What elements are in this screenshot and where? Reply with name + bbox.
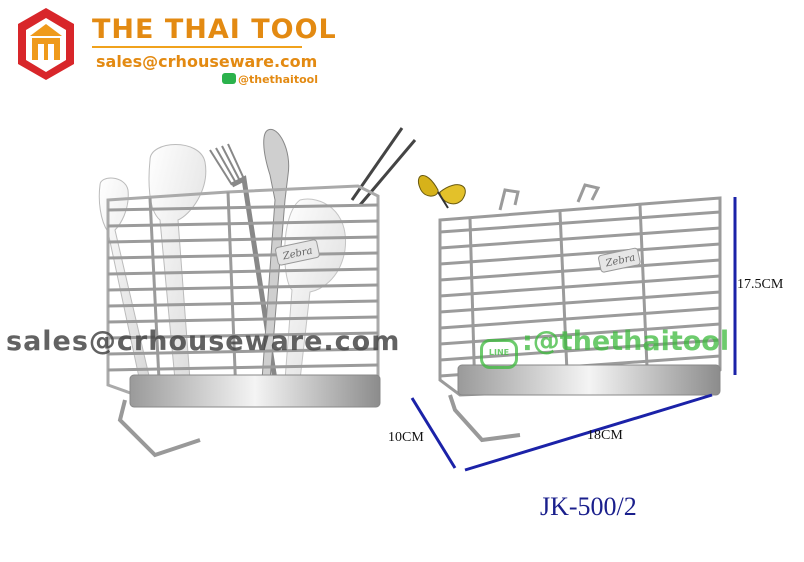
basket-emblem: Zebra (275, 239, 320, 266)
dimension-lines (410, 197, 737, 472)
line-app-icon (222, 73, 236, 84)
brand-line-id: @thethaitool (222, 73, 318, 86)
brand-divider (92, 46, 302, 48)
chopsticks (350, 127, 417, 206)
right-basket: Zebra (418, 175, 722, 443)
dimension-height-label: 17.5CM (737, 277, 784, 292)
brand-email: sales@crhouseware.com (96, 52, 318, 71)
watermark-email: sales@crhouseware.com (6, 326, 401, 357)
line-badge-icon: LINE (480, 339, 518, 369)
dimension-width-label: 18CM (587, 428, 623, 443)
depth-line (410, 397, 457, 469)
brand-title: THE THAI TOOL (92, 14, 337, 45)
basket-emblem-right: Zebra (598, 247, 641, 273)
left-basket: Zebra (98, 127, 417, 458)
house-logo-icon (18, 8, 74, 80)
base-foot-right (448, 394, 521, 443)
base-foot (117, 399, 201, 458)
spoon-left (98, 177, 151, 383)
model-number: JK-500/2 (540, 492, 637, 521)
width-line (464, 393, 713, 472)
drip-tray-right (457, 364, 721, 396)
butterfly-icon (418, 175, 466, 209)
watermark-line-text: :@thethaitool (522, 326, 730, 357)
watermark-line: LINE:@thethaitool (480, 326, 729, 369)
drip-tray (129, 374, 381, 408)
dimension-depth-label: 10CM (388, 430, 424, 445)
brand-line-text: @thethaitool (238, 73, 318, 86)
fork (209, 143, 278, 381)
